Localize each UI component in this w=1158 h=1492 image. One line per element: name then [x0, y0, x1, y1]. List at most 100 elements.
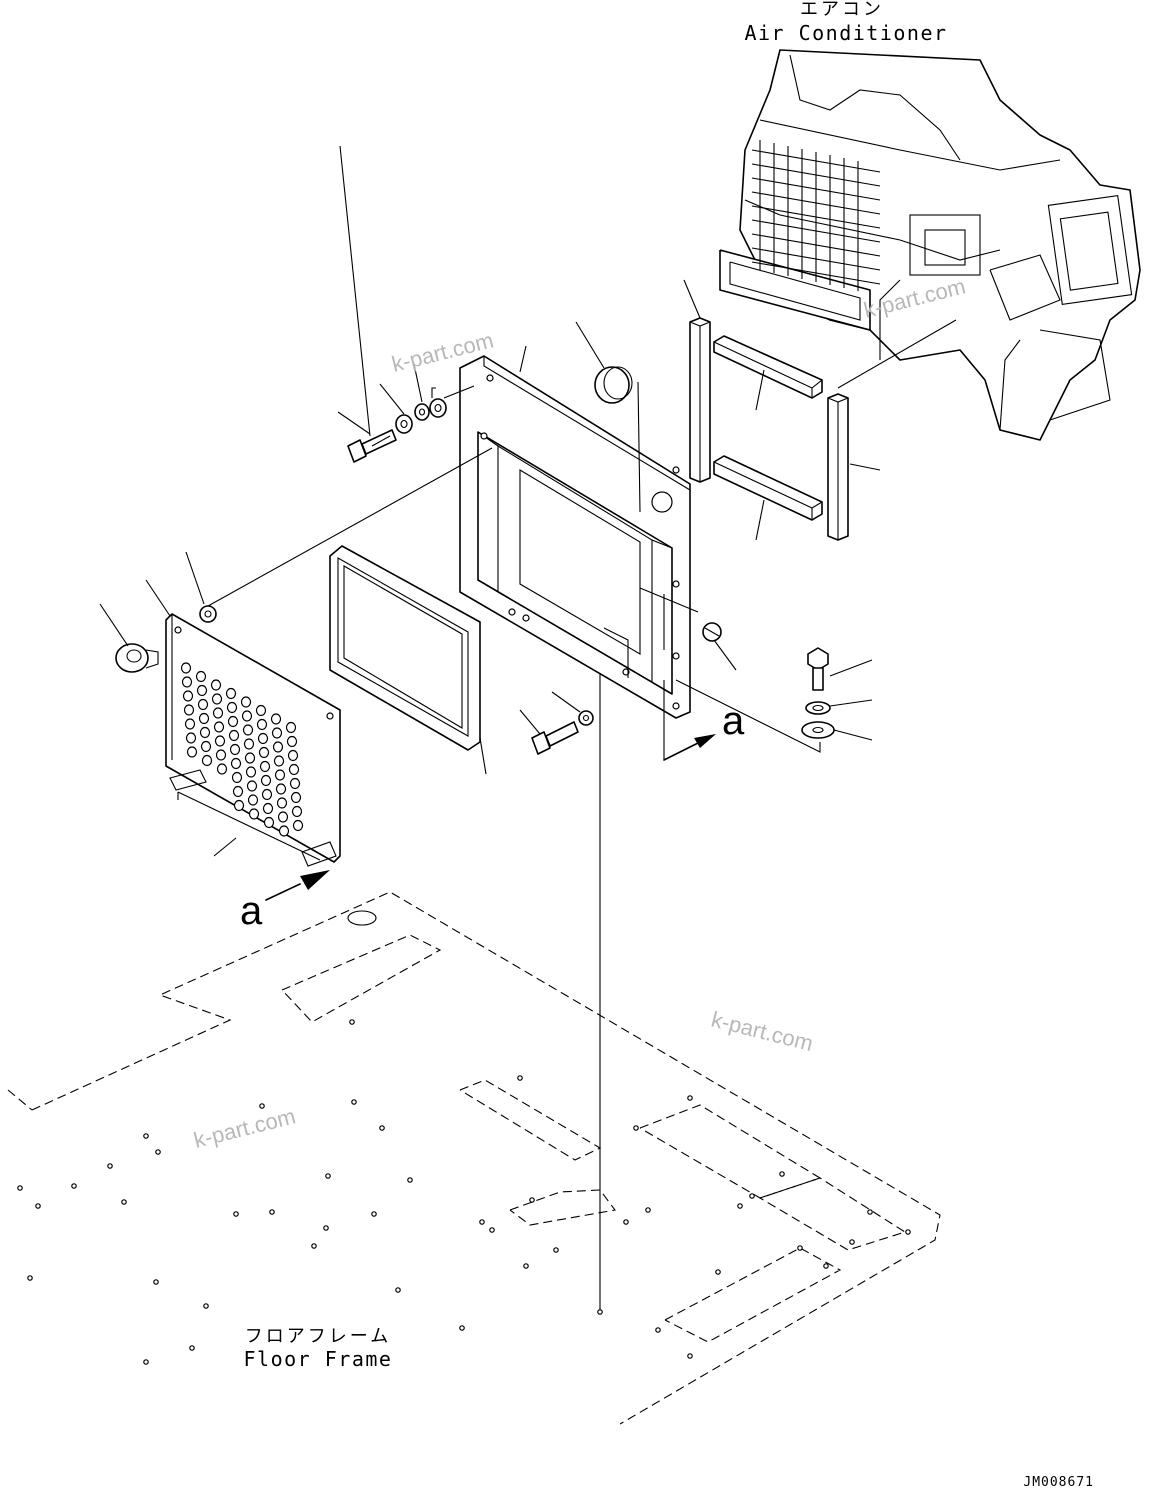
perforation-hole — [215, 749, 227, 761]
perforation-hole — [240, 696, 252, 708]
perforation-hole — [201, 754, 213, 767]
leader-lines — [99, 145, 957, 857]
floor-hole — [779, 1171, 785, 1177]
floor-hole — [27, 1275, 33, 1281]
perforation-hole — [241, 710, 253, 722]
perforation-hole — [211, 693, 223, 705]
drawing-code: JM008671 — [1023, 1475, 1094, 1490]
perforation-hole — [226, 701, 238, 714]
grille-line — [751, 247, 881, 271]
floor-hole — [155, 1149, 161, 1155]
floor-hole — [233, 1211, 239, 1217]
view-marker: a — [240, 889, 263, 933]
floor-frame — [7, 891, 941, 1425]
perforation-hole — [278, 825, 290, 837]
perforation-hole — [200, 740, 212, 753]
floor-hole — [395, 1287, 401, 1293]
floor-hole — [379, 1125, 385, 1131]
perforation-hole — [288, 763, 300, 776]
perforation-hole — [210, 679, 222, 691]
floor-hole — [311, 1243, 317, 1249]
lower-bolt — [531, 710, 594, 755]
floor-hole — [325, 1173, 331, 1179]
floor-hole — [349, 1019, 355, 1025]
floor-hole — [633, 1125, 639, 1131]
perforation-hole — [185, 732, 197, 744]
perforation-hole — [292, 819, 304, 832]
floor-hole — [597, 1309, 603, 1315]
perforation-hole — [196, 684, 208, 697]
floor-hole — [153, 1279, 159, 1285]
floor-hole — [623, 1219, 629, 1225]
perforation-hole — [255, 704, 267, 717]
floor-hole — [107, 1163, 113, 1169]
perforation-hole — [274, 769, 286, 781]
floor-holes — [17, 1019, 911, 1365]
perforation-hole — [225, 687, 237, 700]
perforation-hole — [216, 763, 228, 775]
perforation-hole — [247, 794, 259, 806]
perforation-hole — [262, 802, 274, 815]
perforation-hole — [184, 718, 196, 730]
floor-hole — [17, 1185, 23, 1191]
grille-line — [751, 149, 881, 173]
mount-frame — [459, 355, 691, 719]
perforation-hole — [261, 788, 273, 801]
grille-line — [751, 191, 881, 215]
perforation-hole — [260, 774, 272, 787]
perforation-hole — [198, 712, 210, 725]
floor-hole — [489, 1227, 495, 1233]
perforation-hole — [246, 780, 258, 792]
watermark: k-part.com — [191, 1103, 298, 1152]
perforation-hole — [214, 735, 226, 747]
floor-hole — [737, 1203, 743, 1209]
perforation-hole — [258, 746, 270, 759]
grille-line — [751, 163, 881, 187]
perforation-hole — [245, 766, 257, 778]
floor-hole — [905, 1229, 911, 1235]
perforation-hole — [244, 752, 256, 764]
perforation-hole — [227, 715, 239, 728]
view-marker: a — [722, 699, 745, 743]
floor-hole — [553, 1247, 559, 1253]
floor-hole — [143, 1133, 149, 1139]
floor-hole — [849, 1239, 855, 1245]
grommet-icon — [199, 605, 217, 623]
floor-frame-label-jp: フロアフレーム — [245, 1326, 391, 1347]
perforation-hole — [183, 704, 195, 716]
perforation-hole — [199, 726, 211, 739]
perforation-hole — [197, 698, 209, 711]
perforation-hole — [287, 749, 299, 762]
air-conditioner-label-en: Air Conditioner — [744, 21, 947, 45]
floor-hole — [797, 1245, 803, 1251]
perforation-hole — [291, 805, 303, 818]
perforation-hole — [231, 771, 243, 784]
perforation-hole — [270, 713, 282, 725]
perforation-hole — [243, 738, 255, 750]
floor-hole — [823, 1263, 829, 1269]
floor-hole — [517, 1075, 523, 1081]
watermark: k-part.com — [709, 1007, 816, 1056]
perforation-hole — [230, 757, 242, 770]
knob-icon — [115, 643, 159, 673]
perforation-hole — [180, 662, 192, 674]
floor-hole — [529, 1197, 535, 1203]
floor-hole — [121, 1199, 127, 1205]
bolt-icon — [347, 429, 397, 463]
floor-hole — [407, 1177, 413, 1183]
perforation-hole — [213, 721, 225, 733]
perforation-hole — [277, 811, 289, 823]
perforation-hole — [285, 721, 297, 734]
perforation-hole — [257, 732, 269, 745]
perforation-hole — [228, 729, 240, 742]
watermark: k-part.com — [861, 273, 968, 322]
grille-line — [751, 261, 881, 285]
perforation-hole — [259, 760, 271, 773]
perforation-hole — [289, 777, 301, 790]
perforation-hole — [272, 741, 284, 753]
perforation-hole — [273, 755, 285, 767]
ac-grille — [751, 140, 881, 291]
floor-hole — [269, 1209, 275, 1215]
perforation-hole — [195, 670, 207, 683]
perforation-hole — [256, 718, 268, 731]
